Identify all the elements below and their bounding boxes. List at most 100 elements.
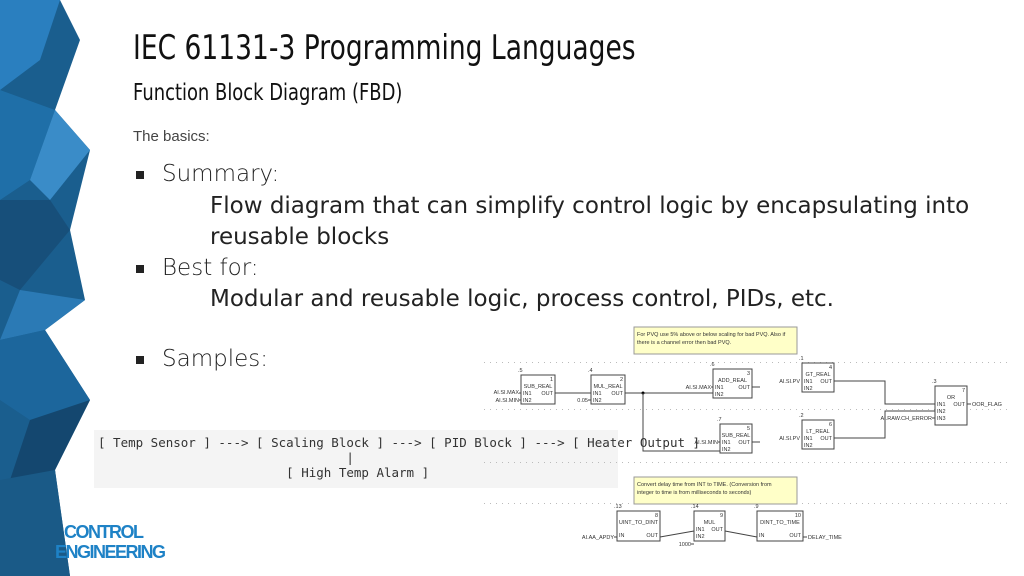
grid-dot bbox=[718, 409, 719, 410]
grid-dot bbox=[886, 409, 887, 410]
grid-dot bbox=[490, 503, 491, 504]
grid-dot bbox=[556, 362, 557, 363]
block-name: MUL_REAL bbox=[593, 384, 622, 390]
grid-dot bbox=[868, 409, 869, 410]
note-comment-pvq bbox=[633, 326, 798, 355]
grid-dot bbox=[850, 462, 851, 463]
grid-dot bbox=[682, 409, 683, 410]
grid-dot bbox=[682, 462, 683, 463]
grid-dot bbox=[784, 409, 785, 410]
pin-label: IN2 bbox=[696, 534, 705, 540]
block-sub-real-5 bbox=[719, 423, 753, 454]
grid-dot bbox=[712, 362, 713, 363]
grid-dot bbox=[634, 409, 635, 410]
grid-dot bbox=[1006, 362, 1007, 363]
pin-label: OUT bbox=[646, 533, 658, 539]
grid-dot bbox=[976, 409, 977, 410]
block-number: 5 bbox=[747, 426, 750, 432]
grid-dot bbox=[538, 503, 539, 504]
grid-dot bbox=[946, 503, 947, 504]
var-label: DELAY_TIME bbox=[808, 535, 842, 541]
grid-dot bbox=[772, 409, 773, 410]
grid-dot bbox=[784, 362, 785, 363]
grid-dot bbox=[568, 503, 569, 504]
block-number: 1 bbox=[550, 377, 553, 383]
grid-dot bbox=[940, 503, 941, 504]
grid-dot bbox=[628, 362, 629, 363]
grid-dot bbox=[496, 462, 497, 463]
note-text: Convert delay time from INT to TIME. (Co… bbox=[637, 482, 772, 488]
grid-dot bbox=[838, 462, 839, 463]
grid-dot bbox=[778, 409, 779, 410]
code-line: | bbox=[98, 450, 354, 465]
grid-dot bbox=[484, 409, 485, 410]
grid-dot bbox=[832, 462, 833, 463]
grid-dot bbox=[712, 462, 713, 463]
grid-dot bbox=[544, 503, 545, 504]
grid-dot bbox=[532, 503, 533, 504]
grid-dot bbox=[670, 362, 671, 363]
pin-label: IN bbox=[619, 533, 625, 539]
grid-dot bbox=[1006, 462, 1007, 463]
grid-dot bbox=[514, 462, 515, 463]
grid-dot bbox=[964, 362, 965, 363]
code-line: [ High Temp Alarm ] bbox=[98, 465, 430, 480]
block-number: 6 bbox=[829, 422, 832, 428]
grid-dot bbox=[892, 503, 893, 504]
grid-dot bbox=[490, 362, 491, 363]
grid-dot bbox=[796, 409, 797, 410]
grid-dot bbox=[808, 462, 809, 463]
grid-dot bbox=[670, 462, 671, 463]
pin-label: OUT bbox=[541, 391, 553, 397]
grid-dot bbox=[502, 362, 503, 363]
block-uint-to-dint-8 bbox=[616, 510, 661, 542]
grid-dot bbox=[994, 362, 995, 363]
grid-dot bbox=[862, 409, 863, 410]
grid-dot bbox=[562, 362, 563, 363]
wire bbox=[659, 530, 695, 538]
grid-dot bbox=[694, 462, 695, 463]
grid-dot bbox=[868, 503, 869, 504]
grid-dot bbox=[910, 503, 911, 504]
grid-dot bbox=[1000, 409, 1001, 410]
block-order: .9 bbox=[754, 504, 759, 510]
var-label: AI.SI.PV bbox=[779, 379, 800, 385]
pin-label: IN2 bbox=[804, 386, 813, 392]
grid-dot bbox=[514, 362, 515, 363]
grid-dot bbox=[784, 462, 785, 463]
pin-label: IN1 bbox=[722, 440, 731, 446]
grid-dot bbox=[886, 362, 887, 363]
var-label: 1000 bbox=[679, 542, 691, 548]
grid-dot bbox=[688, 362, 689, 363]
grid-dot bbox=[550, 362, 551, 363]
block-or-7 bbox=[934, 385, 968, 426]
grid-dot bbox=[1006, 409, 1007, 410]
grid-dot bbox=[490, 409, 491, 410]
grid-dot bbox=[508, 362, 509, 363]
grid-dot bbox=[700, 462, 701, 463]
grid-dot bbox=[658, 362, 659, 363]
grid-dot bbox=[880, 462, 881, 463]
grid-dot bbox=[886, 503, 887, 504]
grid-dot bbox=[508, 503, 509, 504]
grid-dot bbox=[598, 462, 599, 463]
grid-dot bbox=[868, 362, 869, 363]
grid-dot bbox=[604, 409, 605, 410]
grid-dot bbox=[988, 462, 989, 463]
grid-dot bbox=[598, 409, 599, 410]
block-order: .1 bbox=[799, 356, 804, 362]
page-title: IEC 61131-3 Programming Languages bbox=[133, 28, 636, 68]
grid-dot bbox=[616, 462, 617, 463]
grid-dot bbox=[496, 362, 497, 363]
pin-label: OUT bbox=[820, 436, 832, 442]
block-name: MUL bbox=[704, 520, 716, 526]
grid-dot bbox=[562, 462, 563, 463]
grid-dot bbox=[622, 503, 623, 504]
block-name: SUB_REAL bbox=[722, 433, 751, 439]
grid-dot bbox=[658, 462, 659, 463]
grid-dot bbox=[928, 409, 929, 410]
grid-dot bbox=[850, 503, 851, 504]
grid-dot bbox=[490, 462, 491, 463]
grid-dot bbox=[766, 362, 767, 363]
grid-dot bbox=[838, 409, 839, 410]
